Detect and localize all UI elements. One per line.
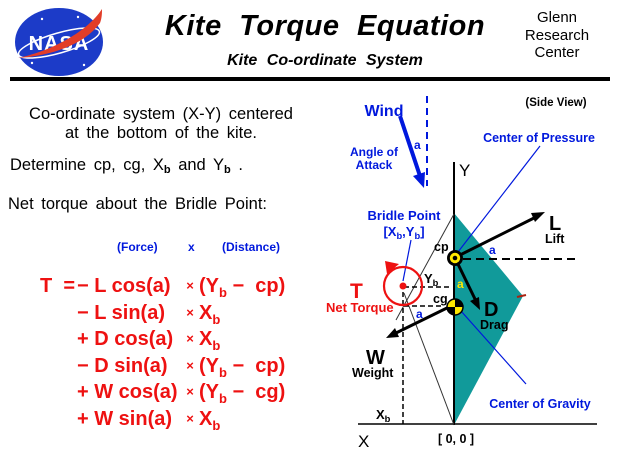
center-of-gravity-label: Center of Gravity	[489, 397, 590, 411]
yb-label: Yb	[424, 271, 439, 288]
equation-row: T = − L cos(a) × (Yb − cp)	[40, 273, 310, 300]
cp-label: cp	[434, 240, 449, 254]
eq-distance: (Yb − cp)	[199, 354, 286, 380]
cg-leader-line	[460, 310, 527, 385]
lift-arrow	[455, 216, 535, 259]
equation-row: − D sin(a) × (Yb − cp)	[40, 353, 310, 380]
weight-word-label: Weight	[352, 366, 394, 380]
wind-arrowhead	[413, 172, 425, 188]
cg-marker	[446, 298, 464, 316]
net-torque-line: Net torque about the Bridle Point:	[8, 195, 267, 213]
equation-row: + W sin(a) × Xb	[40, 406, 310, 433]
eq-distance: Xb	[199, 301, 221, 327]
bridle-point-coords-label: [Xb,Yb]	[383, 224, 424, 241]
eq-header-force: (Force)	[117, 240, 158, 254]
weight-arrow	[395, 304, 452, 335]
nasa-logo-disc	[15, 8, 103, 76]
bridle-string-top	[395, 213, 455, 321]
org-line: Research	[524, 26, 590, 44]
eq-force: + W cos(a)	[77, 381, 178, 403]
bridle-string-bottom	[403, 292, 455, 426]
cp-leader-line	[457, 145, 541, 253]
page-subtitle: Kite Co-ordinate System	[227, 52, 423, 69]
bridle-leader-line	[402, 239, 412, 282]
intro-line-2: at the bottom of the kite.	[64, 123, 258, 142]
drag-arrowhead	[470, 297, 480, 310]
eq-header-times: x	[188, 240, 195, 254]
intro-paragraph: Co-ordinate system (X-Y) centered at the…	[0, 105, 322, 142]
cp-marker	[447, 250, 463, 266]
x-axis-label: X	[358, 432, 369, 451]
angle-of-attack-label: Attack	[356, 158, 393, 172]
intro-line-1: Co-ordinate system (X-Y) centered	[29, 105, 293, 123]
xb-label: Xb	[376, 407, 391, 424]
eq-distance: Xb	[199, 328, 221, 353]
wind-arrow	[398, 115, 422, 177]
eq-times: ×	[186, 278, 194, 293]
eq-times: ×	[186, 410, 194, 426]
eq-lhs: T =	[40, 275, 76, 297]
bridle-point-label: Bridle Point	[368, 208, 442, 223]
lift-arrowhead	[531, 212, 545, 222]
determine-line: Determine cp, cg, Xb and Yb .	[10, 156, 243, 176]
eq-distance: (Yb − cp)	[199, 275, 286, 300]
origin-label: [ 0, 0 ]	[438, 432, 474, 446]
eq-force: − L cos(a)	[77, 275, 171, 297]
eq-force: − L sin(a)	[77, 301, 165, 324]
kite-shape	[454, 213, 523, 425]
header-rule	[10, 77, 610, 81]
net-torque-label: Net Torque	[326, 300, 394, 315]
eq-distance: Xb	[199, 407, 221, 433]
center-of-pressure-label: Center of Pressure	[483, 131, 595, 145]
eq-force: + D cos(a)	[77, 328, 174, 350]
nasa-logo-swoosh	[18, 9, 102, 58]
eq-force: + W sin(a)	[77, 407, 173, 430]
title-block: Kite Torque Equation Kite Co-ordinate Sy…	[140, 10, 510, 70]
equation-row: + D cos(a) × Xb	[40, 326, 310, 353]
org-name: Glenn Research Center	[505, 9, 609, 62]
kite-bow-mark	[516, 294, 527, 298]
angle-a-lift-label: a	[489, 243, 496, 257]
eq-header-distance: (Distance)	[222, 240, 281, 254]
angle-a-weight-label: a	[416, 307, 423, 321]
eq-times: ×	[186, 357, 194, 373]
angle-a-kite-label: a	[457, 277, 464, 291]
lift-letter-label: L	[549, 213, 561, 235]
angle-of-attack-label: Angle of	[350, 145, 399, 159]
org-line: Glenn	[536, 9, 578, 26]
y-axis-label: Y	[459, 161, 470, 180]
eq-force: − D sin(a)	[77, 354, 168, 377]
wind-label: Wind	[365, 103, 404, 120]
nasa-logo: NASA	[15, 8, 103, 76]
kite-diagram: (Side View) Wind a Angle of Attack Cente…	[326, 96, 597, 451]
eq-times: ×	[186, 331, 194, 346]
equation-row: + W cos(a) × (Yb − cg)	[40, 379, 310, 406]
drag-arrow	[454, 259, 477, 300]
drag-word-label: Drag	[480, 318, 508, 332]
angle-a-wind-label: a	[414, 138, 421, 152]
bridle-point-dot	[399, 282, 407, 290]
nasa-logo-orbit	[17, 27, 101, 59]
torque-equation: T = − L cos(a) × (Yb − cp) − L sin(a) × …	[40, 273, 310, 433]
torque-arrowhead	[385, 261, 399, 274]
torque-letter-label: T	[350, 280, 363, 303]
page-title: Kite Torque Equation	[164, 10, 486, 42]
equation-row: − L sin(a) × Xb	[40, 300, 310, 327]
weight-arrowhead	[386, 328, 399, 338]
eq-times: ×	[186, 304, 194, 320]
torque-circle	[382, 265, 424, 307]
org-line: Center	[534, 44, 580, 61]
side-view-label: (Side View)	[525, 97, 586, 109]
weight-letter-label: W	[366, 347, 385, 369]
lift-word-label: Lift	[545, 232, 565, 246]
drag-letter-label: D	[484, 299, 498, 321]
eq-times: ×	[186, 384, 194, 399]
cg-label: cg	[433, 292, 448, 306]
eq-distance: (Yb − cg)	[199, 381, 286, 406]
